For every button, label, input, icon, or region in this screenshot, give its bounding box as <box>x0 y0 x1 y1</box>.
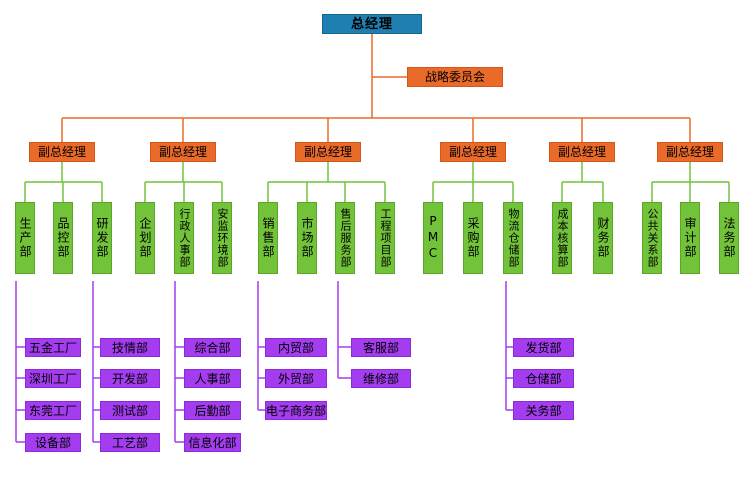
dept-label: 企划部 <box>138 217 152 259</box>
dept-label: 财务部 <box>596 217 610 259</box>
dept-box: 安监环境部 <box>212 202 232 274</box>
dept-box: 企划部 <box>135 202 155 274</box>
sub-dept-box: 发货部 <box>513 338 574 357</box>
dept-label: 工程项目部 <box>379 208 392 268</box>
sub-dept-box: 设备部 <box>25 433 81 452</box>
dept-box: 成本核算部 <box>552 202 572 274</box>
sub-dept-box: 维修部 <box>351 369 411 388</box>
sub-dept-box: 仓储部 <box>513 369 574 388</box>
vp-box: 副总经理 <box>549 142 615 162</box>
sub-dept-box: 综合部 <box>184 338 241 357</box>
strategy-committee-box: 战略委员会 <box>407 67 503 87</box>
sub-dept-box: 东莞工厂 <box>25 401 81 420</box>
dept-label: 行政人事部 <box>178 208 191 268</box>
dept-box: PMC <box>423 202 443 274</box>
dept-label: 品控部 <box>56 217 70 259</box>
dept-label: 生产部 <box>18 217 32 259</box>
dept-box: 物流仓储部 <box>503 202 523 274</box>
sub-dept-box: 工艺部 <box>100 433 160 452</box>
dept-box: 法务部 <box>719 202 739 274</box>
dept-box: 审计部 <box>680 202 700 274</box>
sub-dept-box: 电子商务部 <box>265 401 327 420</box>
dept-label: 研发部 <box>95 217 109 259</box>
dept-label: 法务部 <box>722 217 736 259</box>
dept-label: 市场部 <box>300 217 314 259</box>
dept-label: 销售部 <box>261 217 275 259</box>
sub-dept-box: 五金工厂 <box>25 338 81 357</box>
sub-dept-box: 人事部 <box>184 369 241 388</box>
sub-dept-box: 关务部 <box>513 401 574 420</box>
vp-box: 副总经理 <box>150 142 216 162</box>
vp-box: 副总经理 <box>295 142 361 162</box>
vp-box: 副总经理 <box>657 142 723 162</box>
dept-label: 安监环境部 <box>216 208 229 268</box>
dept-box: 财务部 <box>593 202 613 274</box>
dept-box: 市场部 <box>297 202 317 274</box>
sub-dept-box: 开发部 <box>100 369 160 388</box>
sub-dept-box: 信息化部 <box>184 433 241 452</box>
dept-label: 售后服务部 <box>339 208 352 268</box>
dept-box: 行政人事部 <box>174 202 194 274</box>
dept-box: 工程项目部 <box>375 202 395 274</box>
sub-dept-box: 外贸部 <box>265 369 327 388</box>
dept-label: PMC <box>426 214 440 262</box>
sub-dept-box: 深圳工厂 <box>25 369 81 388</box>
vp-box: 副总经理 <box>440 142 506 162</box>
vp-box: 副总经理 <box>29 142 95 162</box>
dept-box: 生产部 <box>15 202 35 274</box>
sub-dept-box: 测试部 <box>100 401 160 420</box>
ceo-box: 总经理 <box>322 14 422 34</box>
sub-dept-box: 客服部 <box>351 338 411 357</box>
dept-label: 审计部 <box>683 217 697 259</box>
sub-dept-box: 技情部 <box>100 338 160 357</box>
dept-box: 研发部 <box>92 202 112 274</box>
dept-label: 物流仓储部 <box>507 208 520 268</box>
dept-box: 售后服务部 <box>335 202 355 274</box>
dept-label: 成本核算部 <box>556 208 569 268</box>
sub-dept-box: 内贸部 <box>265 338 327 357</box>
dept-label: 采购部 <box>466 217 480 259</box>
dept-box: 销售部 <box>258 202 278 274</box>
sub-dept-box: 后勤部 <box>184 401 241 420</box>
dept-box: 采购部 <box>463 202 483 274</box>
dept-label: 公共关系部 <box>646 208 659 268</box>
dept-box: 公共关系部 <box>642 202 662 274</box>
dept-box: 品控部 <box>53 202 73 274</box>
